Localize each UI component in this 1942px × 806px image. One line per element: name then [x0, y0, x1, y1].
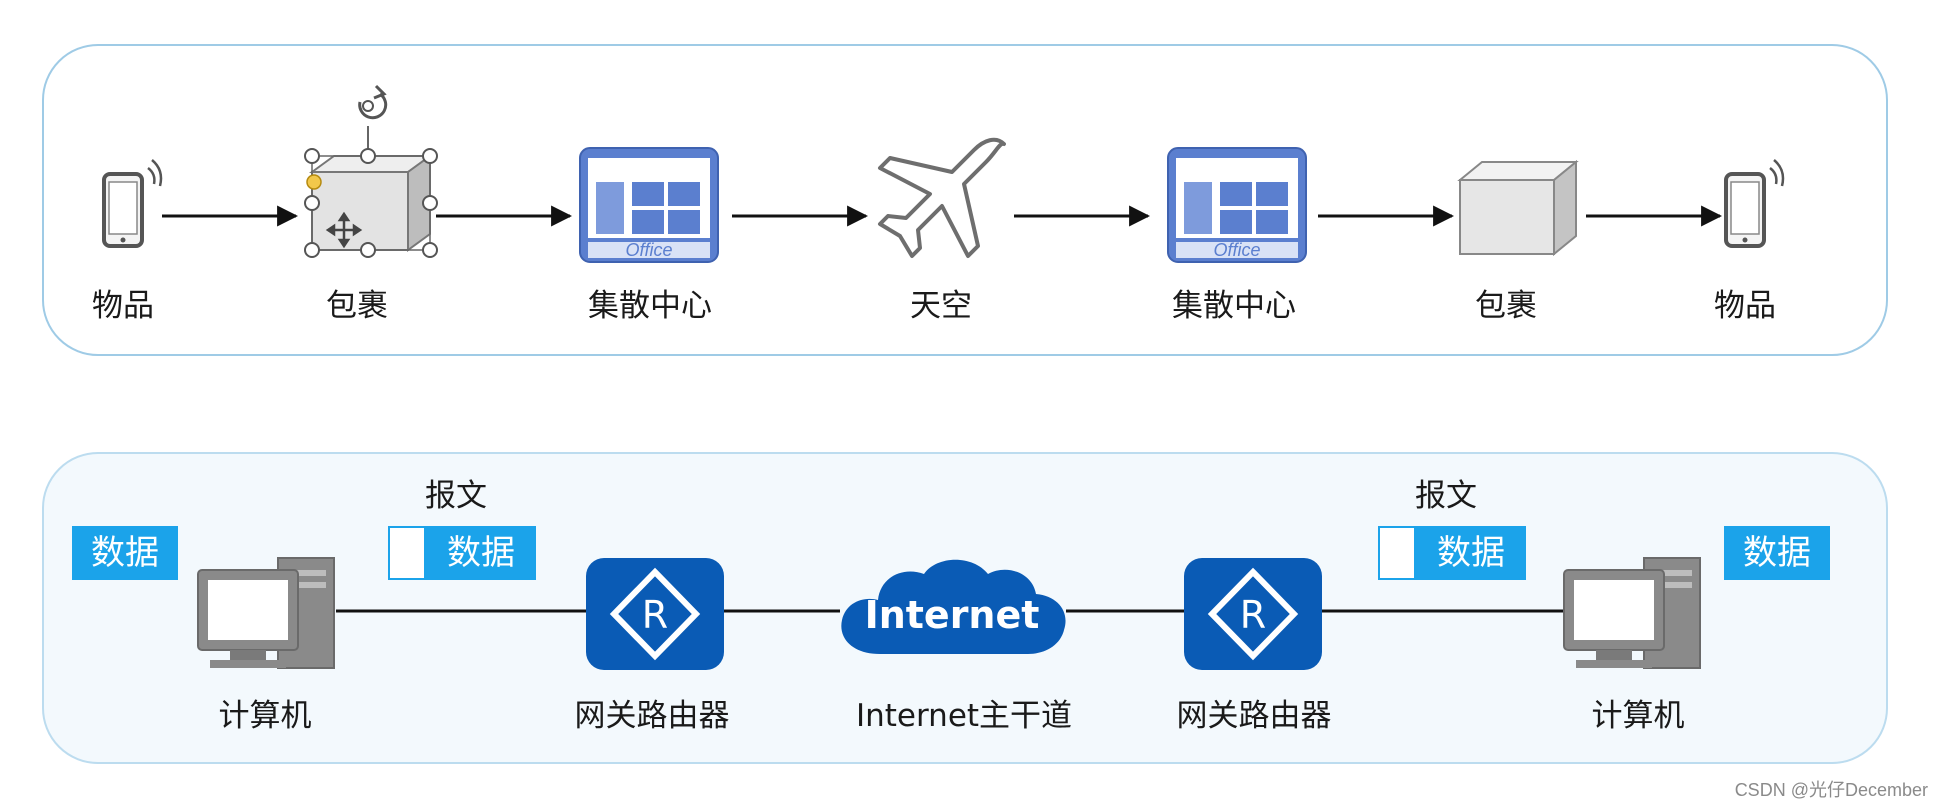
- label-distribution-center: 集散中心: [588, 288, 712, 324]
- internet-cloud-icon: Internet: [841, 559, 1066, 654]
- office-building-icon: Office: [579, 147, 719, 263]
- desktop-computer-icon: [1563, 557, 1701, 669]
- packet-label: 报文: [425, 478, 487, 514]
- router-letter: R: [1240, 593, 1266, 637]
- cloud-label: Internet: [865, 593, 1040, 637]
- office-caption: Office: [1213, 240, 1260, 260]
- packet-label: 报文: [1415, 478, 1477, 514]
- data-tag: 数据: [72, 526, 178, 580]
- watermark: CSDN @光仔December: [1734, 780, 1928, 800]
- packet-data-block: 数据: [426, 526, 536, 580]
- packet-header-block: [388, 526, 426, 580]
- label-internet-backbone: Internet主干道: [855, 698, 1073, 734]
- router-icon: R: [586, 558, 724, 670]
- label-gateway-router: 网关路由器: [1176, 698, 1332, 734]
- phone-icon: [102, 159, 163, 248]
- packet-data-block: 数据: [1416, 526, 1526, 580]
- label-sky: 天空: [910, 288, 972, 324]
- label-gateway-router: 网关路由器: [574, 698, 730, 734]
- package-icon: [1457, 159, 1579, 257]
- desktop-computer-icon: [197, 557, 335, 669]
- label-distribution-center: 集散中心: [1172, 288, 1296, 324]
- router-icon: R: [1184, 558, 1322, 670]
- label-package: 包裹: [326, 288, 388, 324]
- packet-header-block: [1378, 526, 1416, 580]
- label-computer: 计算机: [218, 698, 312, 734]
- label-computer: 计算机: [1591, 698, 1685, 734]
- office-building-icon: Office: [1167, 147, 1307, 263]
- router-letter: R: [642, 593, 668, 637]
- phone-icon: [1724, 159, 1785, 248]
- office-caption: Office: [625, 240, 672, 260]
- packet-tag: 数据: [1378, 526, 1526, 580]
- package-selected-icon: [304, 84, 438, 258]
- label-item: 物品: [92, 288, 154, 324]
- airplane-icon: [878, 137, 1006, 258]
- data-tag: 数据: [1724, 526, 1830, 580]
- label-package: 包裹: [1475, 288, 1537, 324]
- label-item: 物品: [1714, 288, 1776, 324]
- packet-tag: 数据: [388, 526, 536, 580]
